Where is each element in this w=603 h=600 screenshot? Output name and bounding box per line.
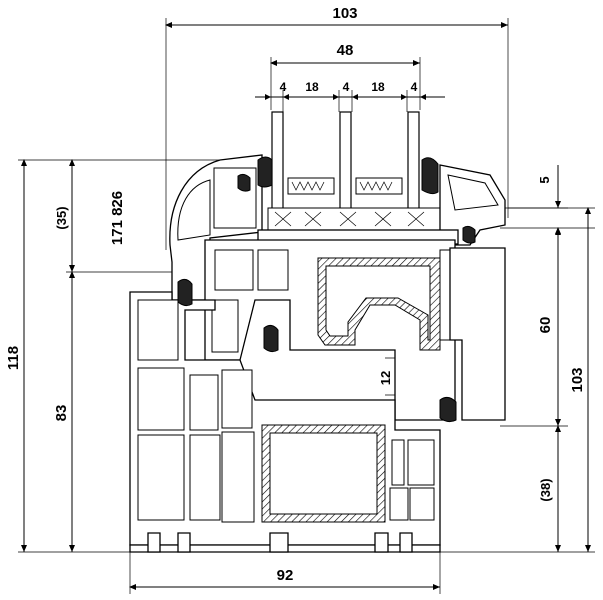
- dim-top-width-label: 103: [332, 5, 357, 22]
- dimension-frame-83: 83: [53, 271, 75, 552]
- dimension-sash-60: 60: [500, 227, 568, 427]
- dimension-sash-35: (35) 171 826: [54, 159, 190, 273]
- dimension-glass-pack: 48: [270, 42, 421, 110]
- dim-frame-83-label: 83: [53, 405, 70, 422]
- dim-total-height-label: 118: [5, 346, 22, 370]
- dim-gap-2-label: 18: [371, 80, 385, 94]
- dim-frame-38-label: (38): [538, 478, 553, 501]
- dimension-frame-38: (38): [538, 425, 561, 552]
- dim-pane-1-label: 4: [280, 80, 287, 94]
- dim-frame-right-103-label: 103: [569, 367, 586, 392]
- dim-pane-2-label: 4: [343, 80, 350, 94]
- dim-sash-60-label: 60: [537, 317, 554, 334]
- dim-sash-35-label: (35): [54, 206, 69, 229]
- dimension-bottom-width: 92: [129, 545, 441, 594]
- dim-pane-3-label: 4: [411, 80, 418, 94]
- dim-overlap-12-label: 12: [378, 371, 393, 385]
- dim-glass-pack-label: 48: [337, 42, 354, 59]
- profile-code-label: 171 826: [109, 191, 126, 245]
- gaskets: [177, 156, 476, 423]
- dimension-top-width: 103: [165, 5, 509, 250]
- dim-gap-1-label: 18: [305, 80, 319, 94]
- triple-glazing: [267, 111, 441, 231]
- frame-profile: [129, 291, 441, 553]
- sash-profile: [169, 154, 506, 421]
- dimension-glass-layers: 4 18 4 18 4: [255, 80, 445, 112]
- dimension-rebate-5: 5: [500, 165, 595, 240]
- dim-rebate-5-label: 5: [537, 176, 552, 183]
- dimension-frame-right-103: 103: [440, 207, 595, 553]
- dim-bottom-width-label: 92: [277, 567, 294, 584]
